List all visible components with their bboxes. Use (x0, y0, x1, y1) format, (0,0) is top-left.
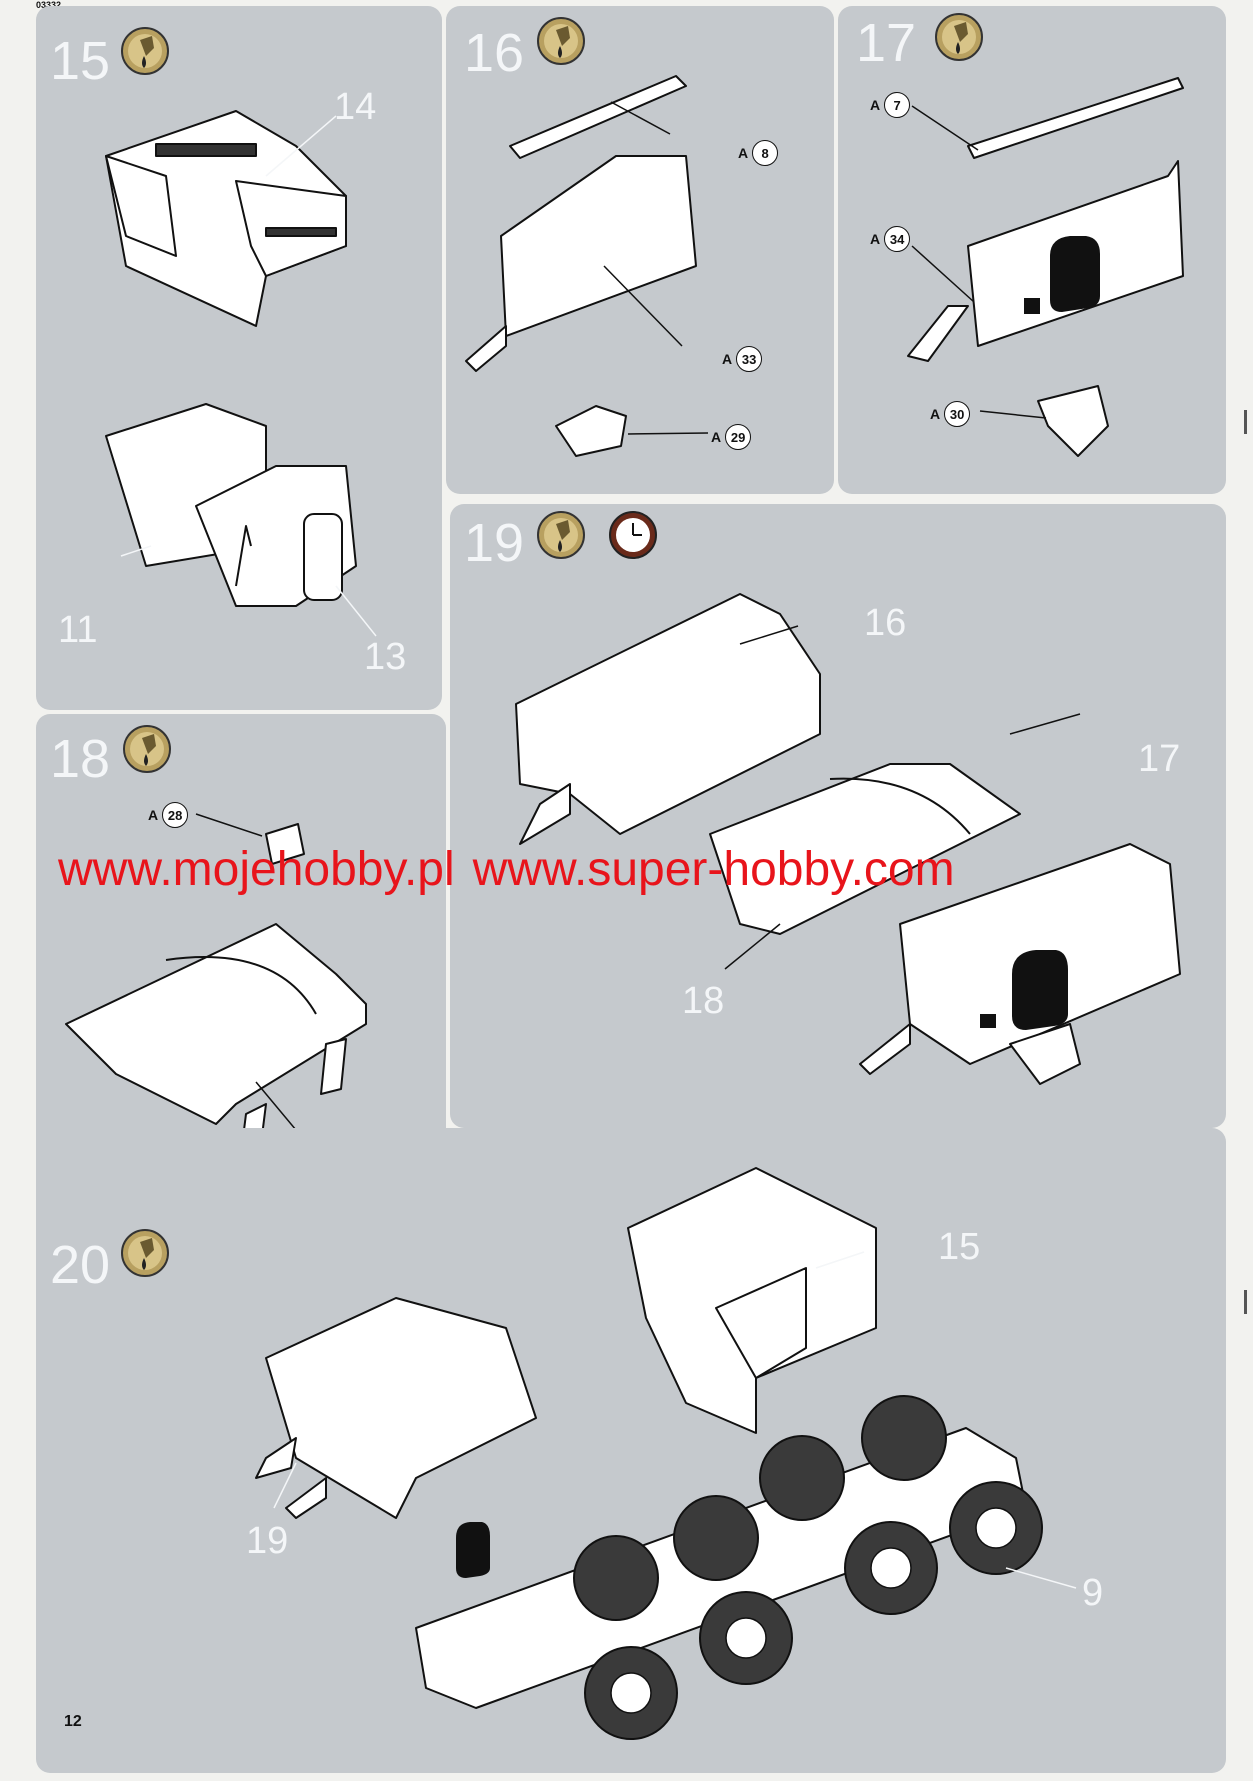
callout-part-14: 14 (334, 86, 377, 128)
step-number: 18 (50, 729, 111, 789)
glue-icon (935, 13, 983, 61)
callout-part-18: 18 (682, 980, 725, 1022)
callout-part-13: 13 (364, 636, 407, 678)
product-code: 03332 (36, 0, 62, 10)
step-number: 16 (464, 23, 525, 83)
step-16-drawing (465, 75, 709, 457)
glue-icon (121, 27, 169, 75)
callout-part-9: 9 (1082, 1572, 1104, 1614)
glue-icon (537, 17, 585, 65)
page-number: 12 (64, 1713, 82, 1730)
part-ref-a7: A 7 (870, 92, 911, 118)
clock-icon (609, 511, 657, 559)
watermark-text: www.mojehobby.pl www.super-hobby.com (58, 842, 1218, 897)
step-20-panel: 20 15 19 9 (36, 1128, 1226, 1773)
callout-part-19: 19 (246, 1520, 289, 1562)
step-19-panel: 19 16 17 18 (450, 504, 1226, 1128)
step-15-drawing (105, 110, 377, 637)
step-number: 19 (464, 513, 525, 573)
part-ref-a28: A 28 (148, 802, 189, 828)
watermark-left: www.mojehobby.pl (58, 843, 455, 896)
glue-icon (121, 1229, 169, 1277)
step-number: 17 (856, 13, 917, 73)
part-ref-a34: A 34 (870, 226, 911, 252)
part-ref-a33: A 33 (722, 346, 763, 372)
watermark-right: www.super-hobby.com (472, 843, 955, 896)
step-20-drawing (255, 1167, 1077, 1740)
step-19-drawing (515, 593, 1181, 1085)
step-17-panel: 17 A 7 A 34 A 30 (838, 6, 1226, 494)
callout-part-11: 11 (58, 609, 98, 651)
glue-icon (123, 725, 171, 773)
margin-mark (1244, 410, 1247, 434)
step-16-panel: 16 A 8 A 33 A 29 (446, 6, 834, 494)
glue-icon (537, 511, 585, 559)
callout-part-16: 16 (864, 602, 907, 644)
step-17-drawing (907, 77, 1184, 457)
step-number: 20 (50, 1235, 111, 1295)
margin-mark (1244, 1290, 1247, 1314)
part-ref-a30: A 30 (930, 401, 971, 427)
callout-part-17: 17 (1138, 738, 1181, 780)
part-ref-a8: A 8 (738, 140, 779, 166)
step-15-panel: 15 14 11 13 (36, 6, 442, 710)
callout-part-15: 15 (938, 1226, 981, 1268)
step-number: 15 (50, 31, 111, 91)
part-ref-a29: A 29 (711, 424, 752, 450)
